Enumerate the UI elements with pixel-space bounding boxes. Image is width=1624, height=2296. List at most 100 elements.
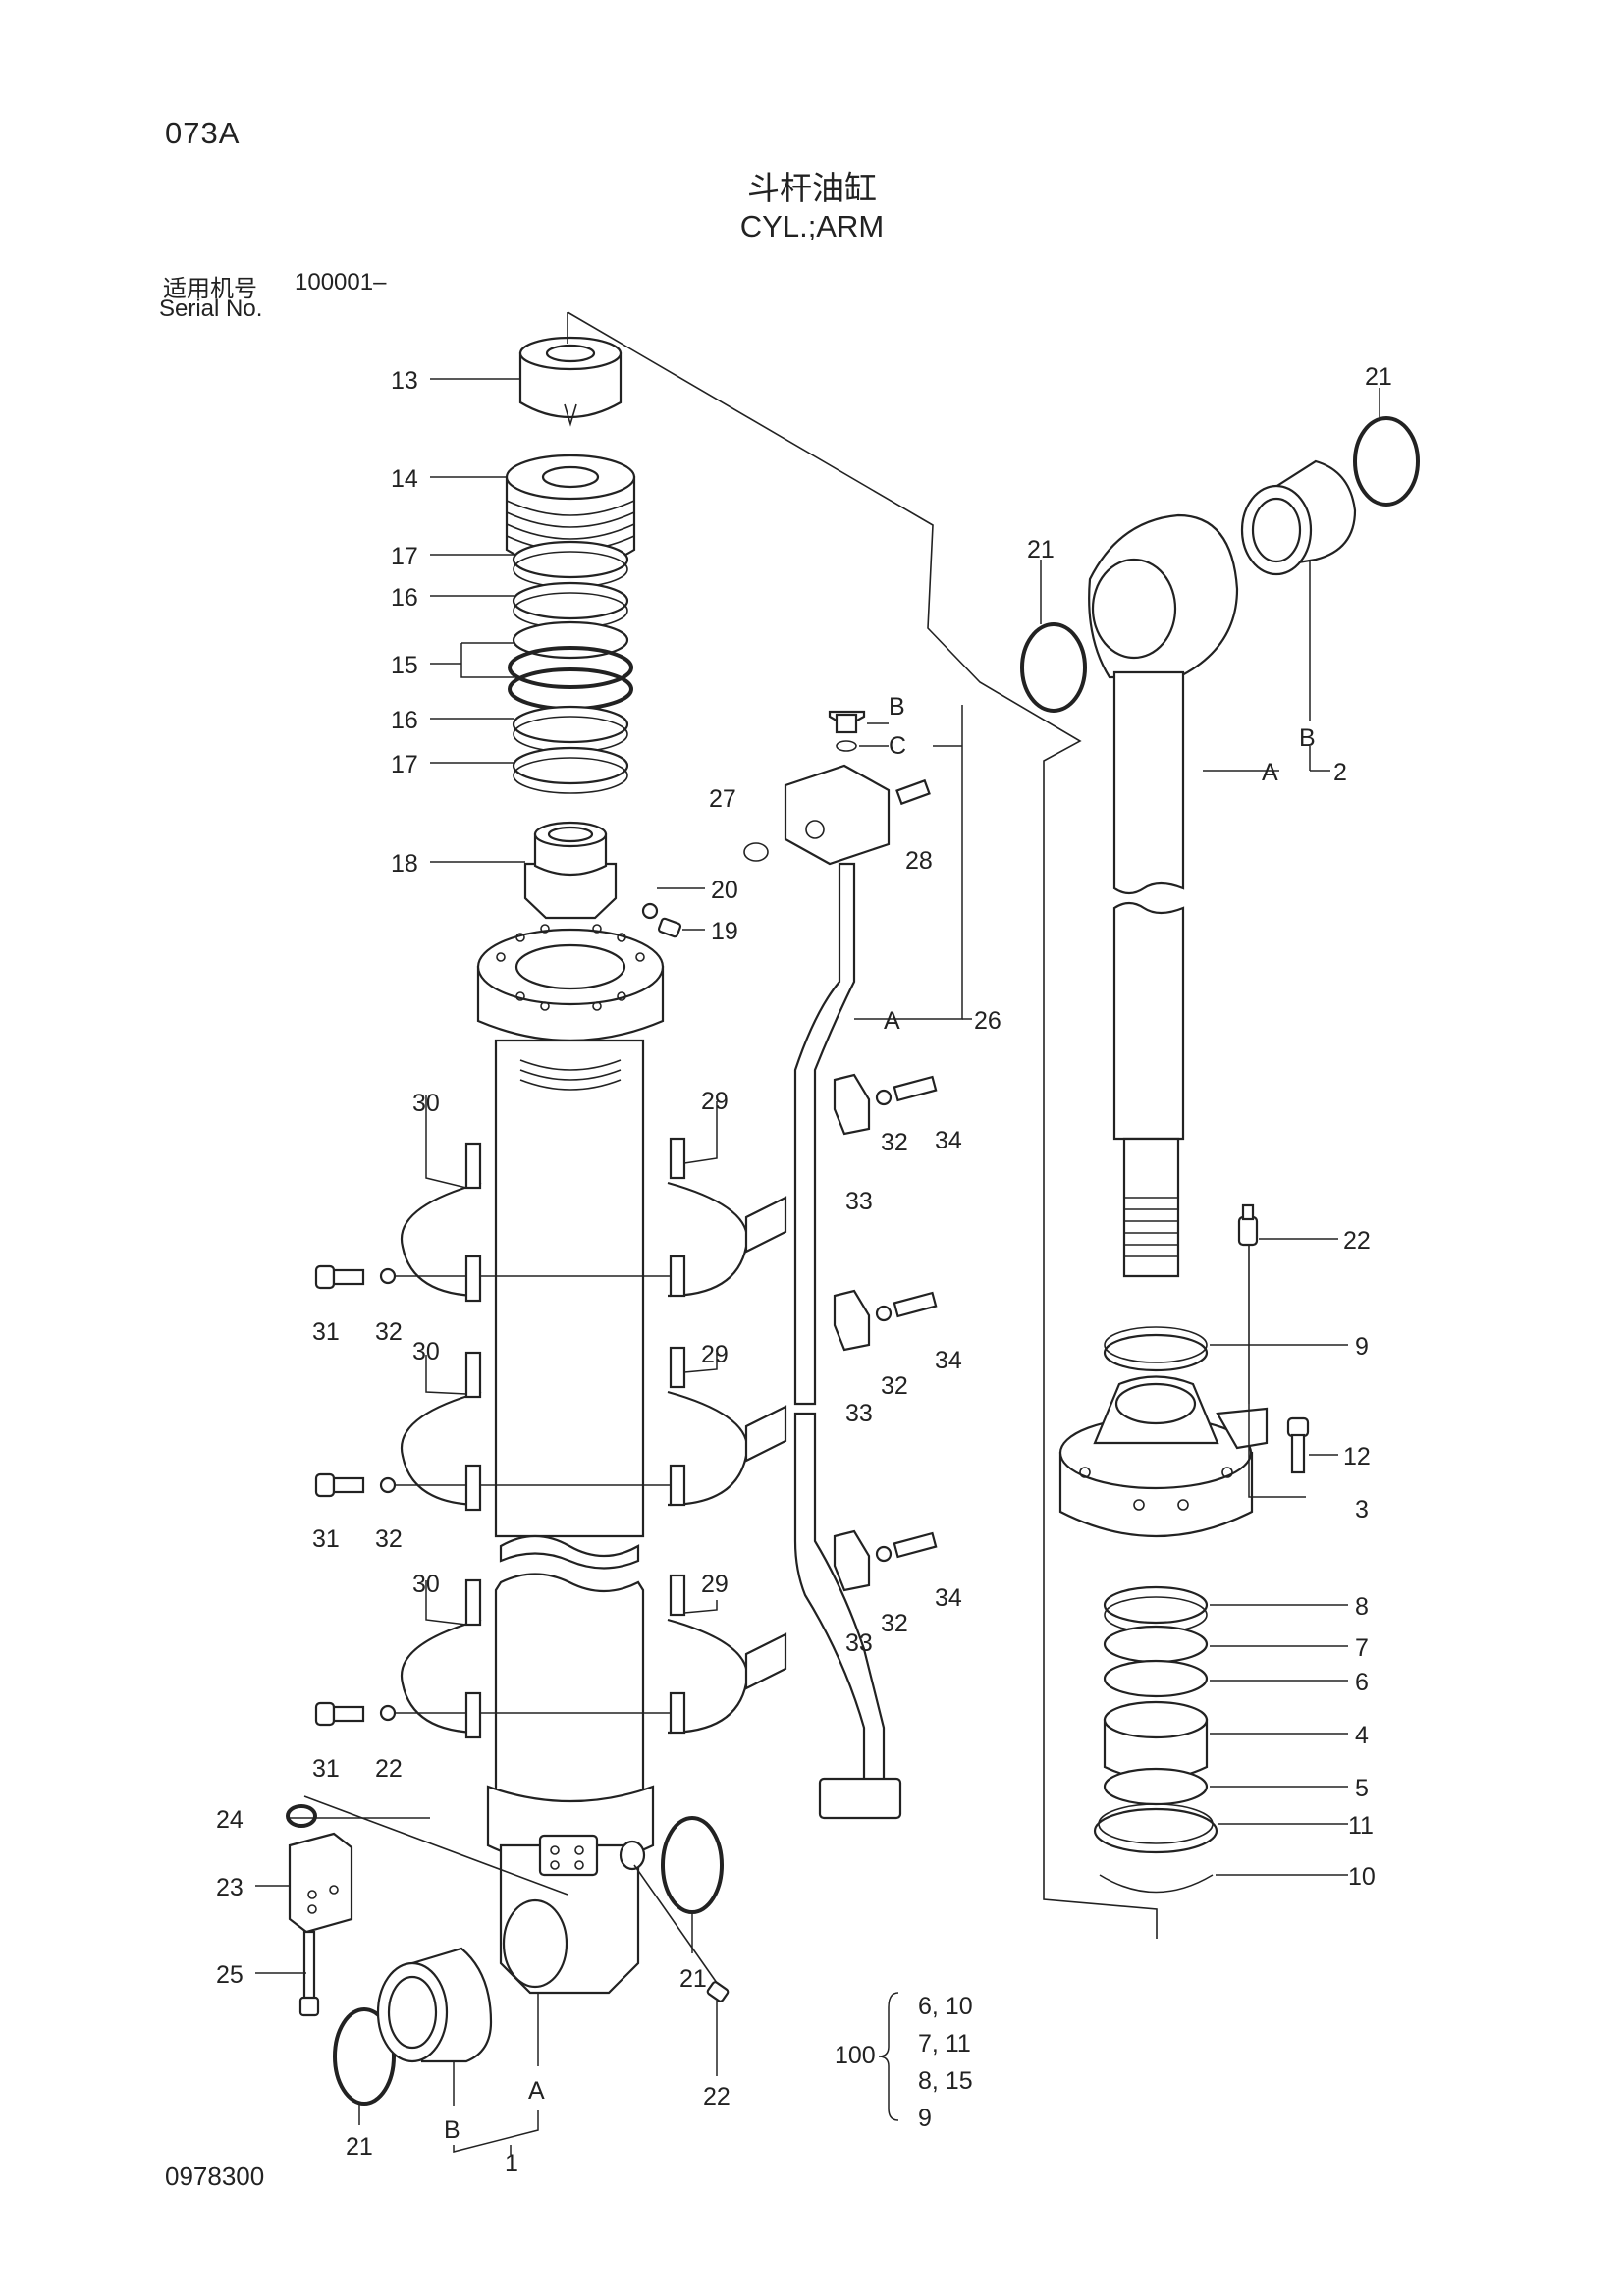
callout-32: 32 — [375, 1525, 403, 1553]
part-19-set-screw — [657, 917, 682, 938]
callout-26: 26 — [974, 1007, 1001, 1035]
seal-ring-stack — [508, 540, 633, 794]
lower-seal-stack — [1093, 1585, 1218, 1894]
kit-row-2: 7, 11 — [918, 2030, 971, 2057]
part-22-fitting-upper — [1237, 1203, 1259, 1247]
clamp-set-3 — [400, 1574, 787, 1739]
part-3-head — [1058, 1375, 1269, 1537]
serial-label-cn: 适用机号 — [163, 275, 257, 302]
part-25-bolt — [298, 1930, 320, 2017]
diagram-title-cn: 斗杆油缸 — [747, 169, 877, 207]
part-13-cap — [518, 336, 623, 427]
leader-lines — [255, 378, 1380, 2155]
callout-18: 18 — [391, 850, 418, 878]
part-21-seal-rod — [1020, 622, 1087, 713]
callout-32: 32 — [881, 1129, 908, 1156]
part-9-ring — [1103, 1333, 1209, 1372]
bushing-B-right — [1240, 459, 1357, 576]
kit-row-3: 8, 15 — [918, 2067, 973, 2095]
drawing-number: 0978300 — [165, 2162, 265, 2191]
callout-34: 34 — [935, 1347, 962, 1374]
page-code: 073A — [165, 116, 241, 150]
callout-A-rod: A — [528, 2077, 545, 2105]
callout-19: 19 — [711, 918, 738, 945]
part-22-fitting-lower — [706, 1981, 730, 2002]
callout-12: 12 — [1343, 1443, 1371, 1470]
diagram-title-en: CYL.;ARM — [739, 209, 885, 243]
piston-rod — [1088, 513, 1239, 1278]
callout-2: 2 — [1333, 759, 1347, 786]
serial-value: 100001– — [295, 269, 387, 295]
pipe-clamp-33-set — [833, 1073, 938, 1592]
callout-27: 27 — [709, 785, 736, 813]
callout-B: B — [889, 693, 905, 721]
callout-16: 16 — [391, 707, 418, 734]
callout-31: 31 — [312, 1525, 340, 1553]
callout-34: 34 — [935, 1127, 962, 1154]
callout-34: 34 — [935, 1584, 962, 1612]
callout-30: 30 — [412, 1571, 440, 1598]
callout-30: 30 — [412, 1338, 440, 1365]
part-23-block — [288, 1832, 353, 1934]
kit-100-group: 100 6, 10 7, 11 8, 15 9 — [835, 1992, 973, 2132]
callout-13: 13 — [391, 367, 418, 395]
callout-numbers: 13 14 17 16 15 16 17 18 20 19 30 29 31 3… — [216, 363, 1392, 2177]
callout-4: 4 — [1355, 1722, 1369, 1749]
callout-28: 28 — [905, 847, 933, 875]
callout-8: 8 — [1355, 1593, 1369, 1621]
part-21-seal-mid — [661, 1816, 724, 1914]
callout-7: 7 — [1355, 1634, 1369, 1662]
callout-33: 33 — [845, 1629, 873, 1657]
callout-1: 1 — [505, 2150, 518, 2177]
callout-21: 21 — [346, 2133, 373, 2161]
callout-31: 31 — [312, 1318, 340, 1346]
callout-24: 24 — [216, 1806, 244, 1834]
callout-C: C — [889, 732, 906, 760]
callout-A: A — [884, 1007, 900, 1035]
callout-5: 5 — [1355, 1775, 1369, 1802]
serial-label-en: Serial No. — [159, 295, 263, 322]
callout-9: 9 — [1355, 1333, 1369, 1361]
pipe-assembly-26 — [743, 710, 931, 1820]
callout-3: 3 — [1355, 1496, 1369, 1523]
callout-29: 29 — [701, 1341, 729, 1368]
callout-6: 6 — [1355, 1669, 1369, 1696]
callout-10: 10 — [1348, 1863, 1376, 1891]
callout-29: 29 — [701, 1571, 729, 1598]
callout-33: 33 — [845, 1400, 873, 1427]
callout-14: 14 — [391, 465, 418, 493]
part-21-seal-left — [333, 2007, 396, 2106]
part-21-seal-top-right — [1353, 416, 1420, 507]
callout-32: 32 — [881, 1610, 908, 1637]
callout-25: 25 — [216, 1961, 244, 1989]
callout-21: 21 — [1027, 536, 1055, 563]
callout-B-rod: B — [444, 2116, 460, 2144]
callout-17: 17 — [391, 751, 418, 778]
callout-33: 33 — [845, 1188, 873, 1215]
callout-29: 29 — [701, 1088, 729, 1115]
bushing-B-left — [376, 1947, 493, 2063]
clamp-set-1 — [400, 1137, 787, 1303]
part-18-nut — [523, 821, 618, 920]
callout-22: 22 — [1343, 1227, 1371, 1255]
callout-21: 21 — [1365, 363, 1392, 391]
kit-row-1: 6, 10 — [918, 1993, 973, 2020]
cylinder-tube-lower — [486, 1573, 655, 1995]
callout-31: 31 — [312, 1755, 340, 1783]
callout-32: 32 — [881, 1372, 908, 1400]
part-12-bolt — [1286, 1416, 1310, 1474]
callout-11: 11 — [1348, 1812, 1374, 1840]
callout-32: 32 — [375, 1318, 403, 1346]
callout-22: 22 — [375, 1755, 403, 1783]
callout-30: 30 — [412, 1090, 440, 1117]
kit-number: 100 — [835, 2042, 876, 2069]
part-20-ball — [641, 902, 659, 920]
callout-23: 23 — [216, 1874, 244, 1901]
callout-17: 17 — [391, 543, 418, 570]
callout-16: 16 — [391, 584, 418, 612]
part-24-oring — [286, 1804, 317, 1828]
kit-row-4: 9 — [918, 2105, 932, 2132]
callout-20: 20 — [711, 877, 738, 904]
callout-21: 21 — [679, 1965, 707, 1993]
